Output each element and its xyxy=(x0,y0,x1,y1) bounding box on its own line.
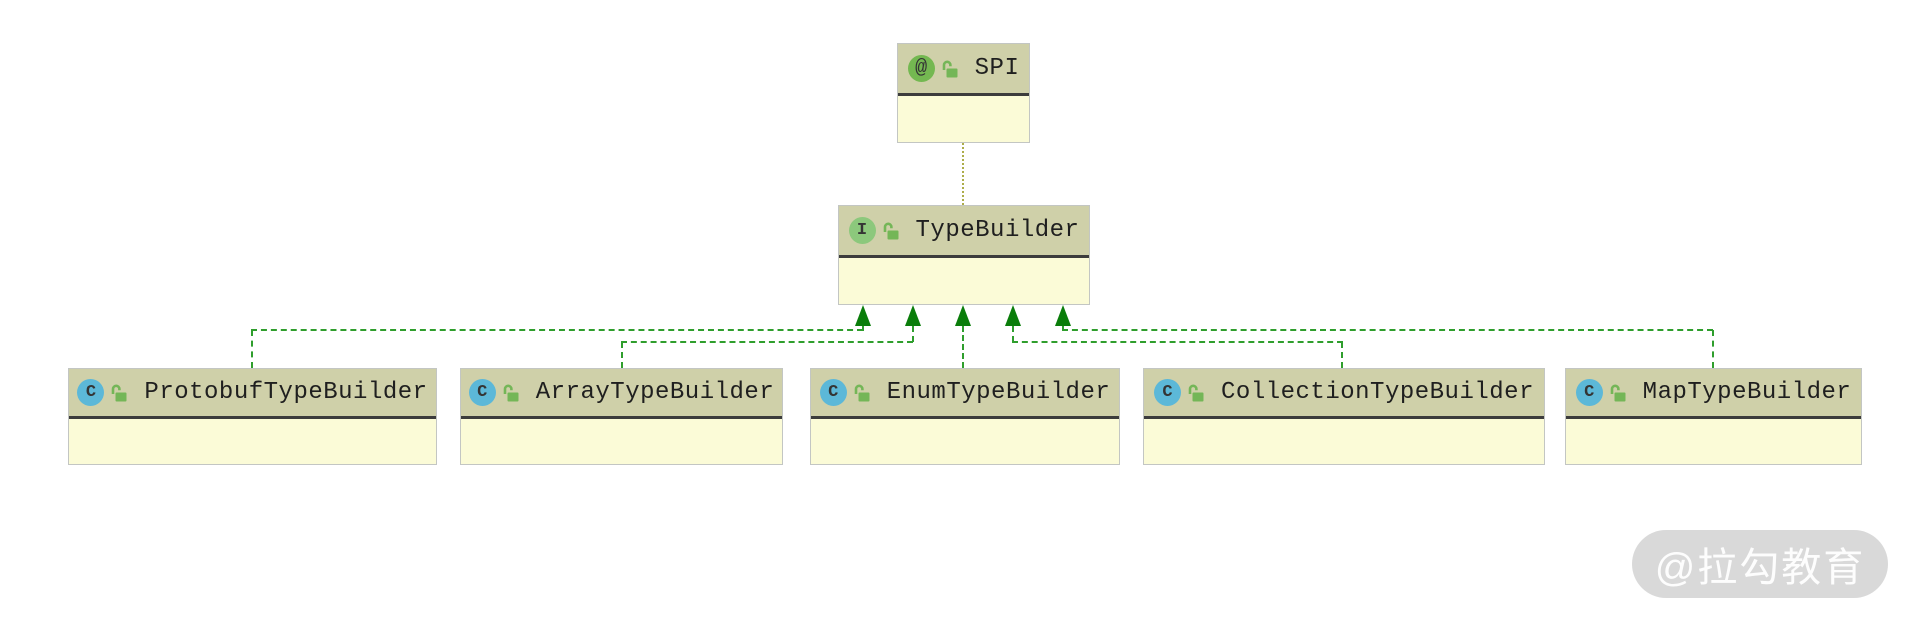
node-members-section xyxy=(69,419,436,464)
node-members-section xyxy=(839,258,1089,304)
class-icon: C xyxy=(1154,379,1182,406)
realization-arrowhead-icon xyxy=(1005,305,1021,326)
realization-arrowhead-icon xyxy=(855,305,871,326)
edge-vertical-segment xyxy=(962,326,964,368)
edge-vertical-segment xyxy=(1012,326,1014,342)
node-members-section xyxy=(461,419,782,464)
open-lock-icon xyxy=(1186,383,1204,403)
class-icon: C xyxy=(77,379,105,406)
edge-vertical-segment xyxy=(1341,342,1343,368)
edge-vertical-segment xyxy=(862,326,864,331)
node-header: C MapTypeBuilder xyxy=(1566,369,1861,419)
node-members-section xyxy=(898,96,1029,142)
annotation-icon: @ xyxy=(907,55,935,82)
node-label: ProtobufTypeBuilder xyxy=(144,379,428,406)
open-lock-icon xyxy=(1608,383,1626,403)
node-header: C ProtobufTypeBuilder xyxy=(69,369,436,419)
node-label: ArrayTypeBuilder xyxy=(535,379,775,406)
node-label: CollectionTypeBuilder xyxy=(1221,379,1534,406)
node-map-type-builder[interactable]: C MapTypeBuilder xyxy=(1565,368,1862,465)
edge-vertical-segment xyxy=(1712,330,1714,368)
edge-horizontal-segment xyxy=(1012,341,1343,343)
open-lock-icon xyxy=(940,59,958,79)
edge-horizontal-segment xyxy=(1062,329,1713,331)
open-lock-icon xyxy=(501,383,519,403)
node-type-builder[interactable]: I TypeBuilder xyxy=(838,205,1090,305)
node-header: C ArrayTypeBuilder xyxy=(461,369,782,419)
node-protobuf-type-builder[interactable]: C ProtobufTypeBuilder xyxy=(68,368,437,465)
realization-arrowhead-icon xyxy=(1055,305,1071,326)
node-array-type-builder[interactable]: C ArrayTypeBuilder xyxy=(460,368,783,465)
node-header: @ SPI xyxy=(898,44,1029,96)
watermark: @拉勾教育 xyxy=(1632,530,1888,598)
edge-vertical-segment xyxy=(1062,326,1064,331)
open-lock-icon xyxy=(852,383,870,403)
class-icon: C xyxy=(819,379,847,406)
open-lock-icon xyxy=(109,383,127,403)
node-label: EnumTypeBuilder xyxy=(886,379,1111,406)
realization-arrowhead-icon xyxy=(905,305,921,326)
class-icon: C xyxy=(1575,379,1603,406)
node-label: TypeBuilder xyxy=(915,217,1080,244)
interface-icon: I xyxy=(848,217,876,244)
edge-vertical-segment xyxy=(251,330,253,368)
node-header: I TypeBuilder xyxy=(839,206,1089,258)
node-label: MapTypeBuilder xyxy=(1642,379,1852,406)
node-members-section xyxy=(811,419,1119,464)
edge-horizontal-segment xyxy=(621,341,913,343)
edge-vertical-segment xyxy=(912,326,914,342)
class-icon: C xyxy=(468,379,496,406)
realization-arrowhead-icon xyxy=(955,305,971,326)
node-header: C CollectionTypeBuilder xyxy=(1144,369,1544,419)
edge-dotted-segment xyxy=(962,143,964,205)
node-collection-type-builder[interactable]: C CollectionTypeBuilder xyxy=(1143,368,1545,465)
node-members-section xyxy=(1566,419,1861,464)
node-members-section xyxy=(1144,419,1544,464)
node-label: SPI xyxy=(974,55,1020,82)
edge-vertical-segment xyxy=(621,342,623,368)
node-enum-type-builder[interactable]: C EnumTypeBuilder xyxy=(810,368,1120,465)
node-header: C EnumTypeBuilder xyxy=(811,369,1119,419)
open-lock-icon xyxy=(881,221,899,241)
node-spi[interactable]: @ SPI xyxy=(897,43,1030,143)
edge-horizontal-segment xyxy=(251,329,863,331)
